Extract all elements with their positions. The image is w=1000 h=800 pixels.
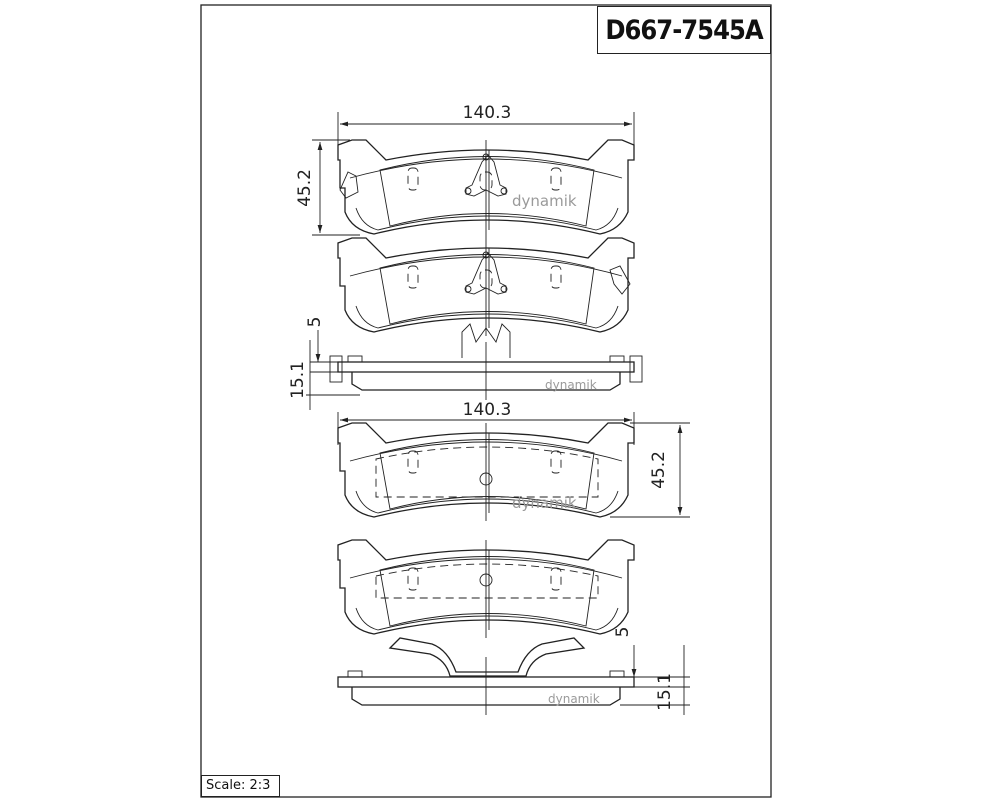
bottom-pad-inner xyxy=(337,539,635,639)
dim-top-thickness: 15.1 xyxy=(288,361,308,399)
part-number-title: D667-7545A xyxy=(597,6,771,54)
drawing-frame xyxy=(200,4,772,798)
watermark-logo: dynamik xyxy=(545,378,597,392)
dim-bottom-thickness: 15.1 xyxy=(655,673,675,711)
dim-top-height: 45.2 xyxy=(295,169,315,207)
dimension-lines xyxy=(306,112,690,715)
bottom-pad-outer xyxy=(337,422,635,522)
top-pad-inner xyxy=(337,237,635,337)
watermark-logo: dynamik xyxy=(548,692,600,706)
watermark-logo: dynamik xyxy=(512,494,577,512)
watermark-logo: dynamik xyxy=(512,192,577,210)
dim-top-width: 140.3 xyxy=(463,103,512,123)
dim-bottom-width: 140.3 xyxy=(463,400,512,420)
bottom-pad-side-view xyxy=(337,656,635,716)
dim-bottom-height: 45.2 xyxy=(649,451,669,489)
top-pad-outer xyxy=(337,139,635,239)
scale-label: Scale: 2:3 xyxy=(201,775,280,797)
top-pad-side-view xyxy=(329,323,643,401)
dim-bottom-shim: 5 xyxy=(613,627,633,638)
bottom-shim xyxy=(388,637,586,677)
dim-top-shim: 5 xyxy=(305,317,325,328)
